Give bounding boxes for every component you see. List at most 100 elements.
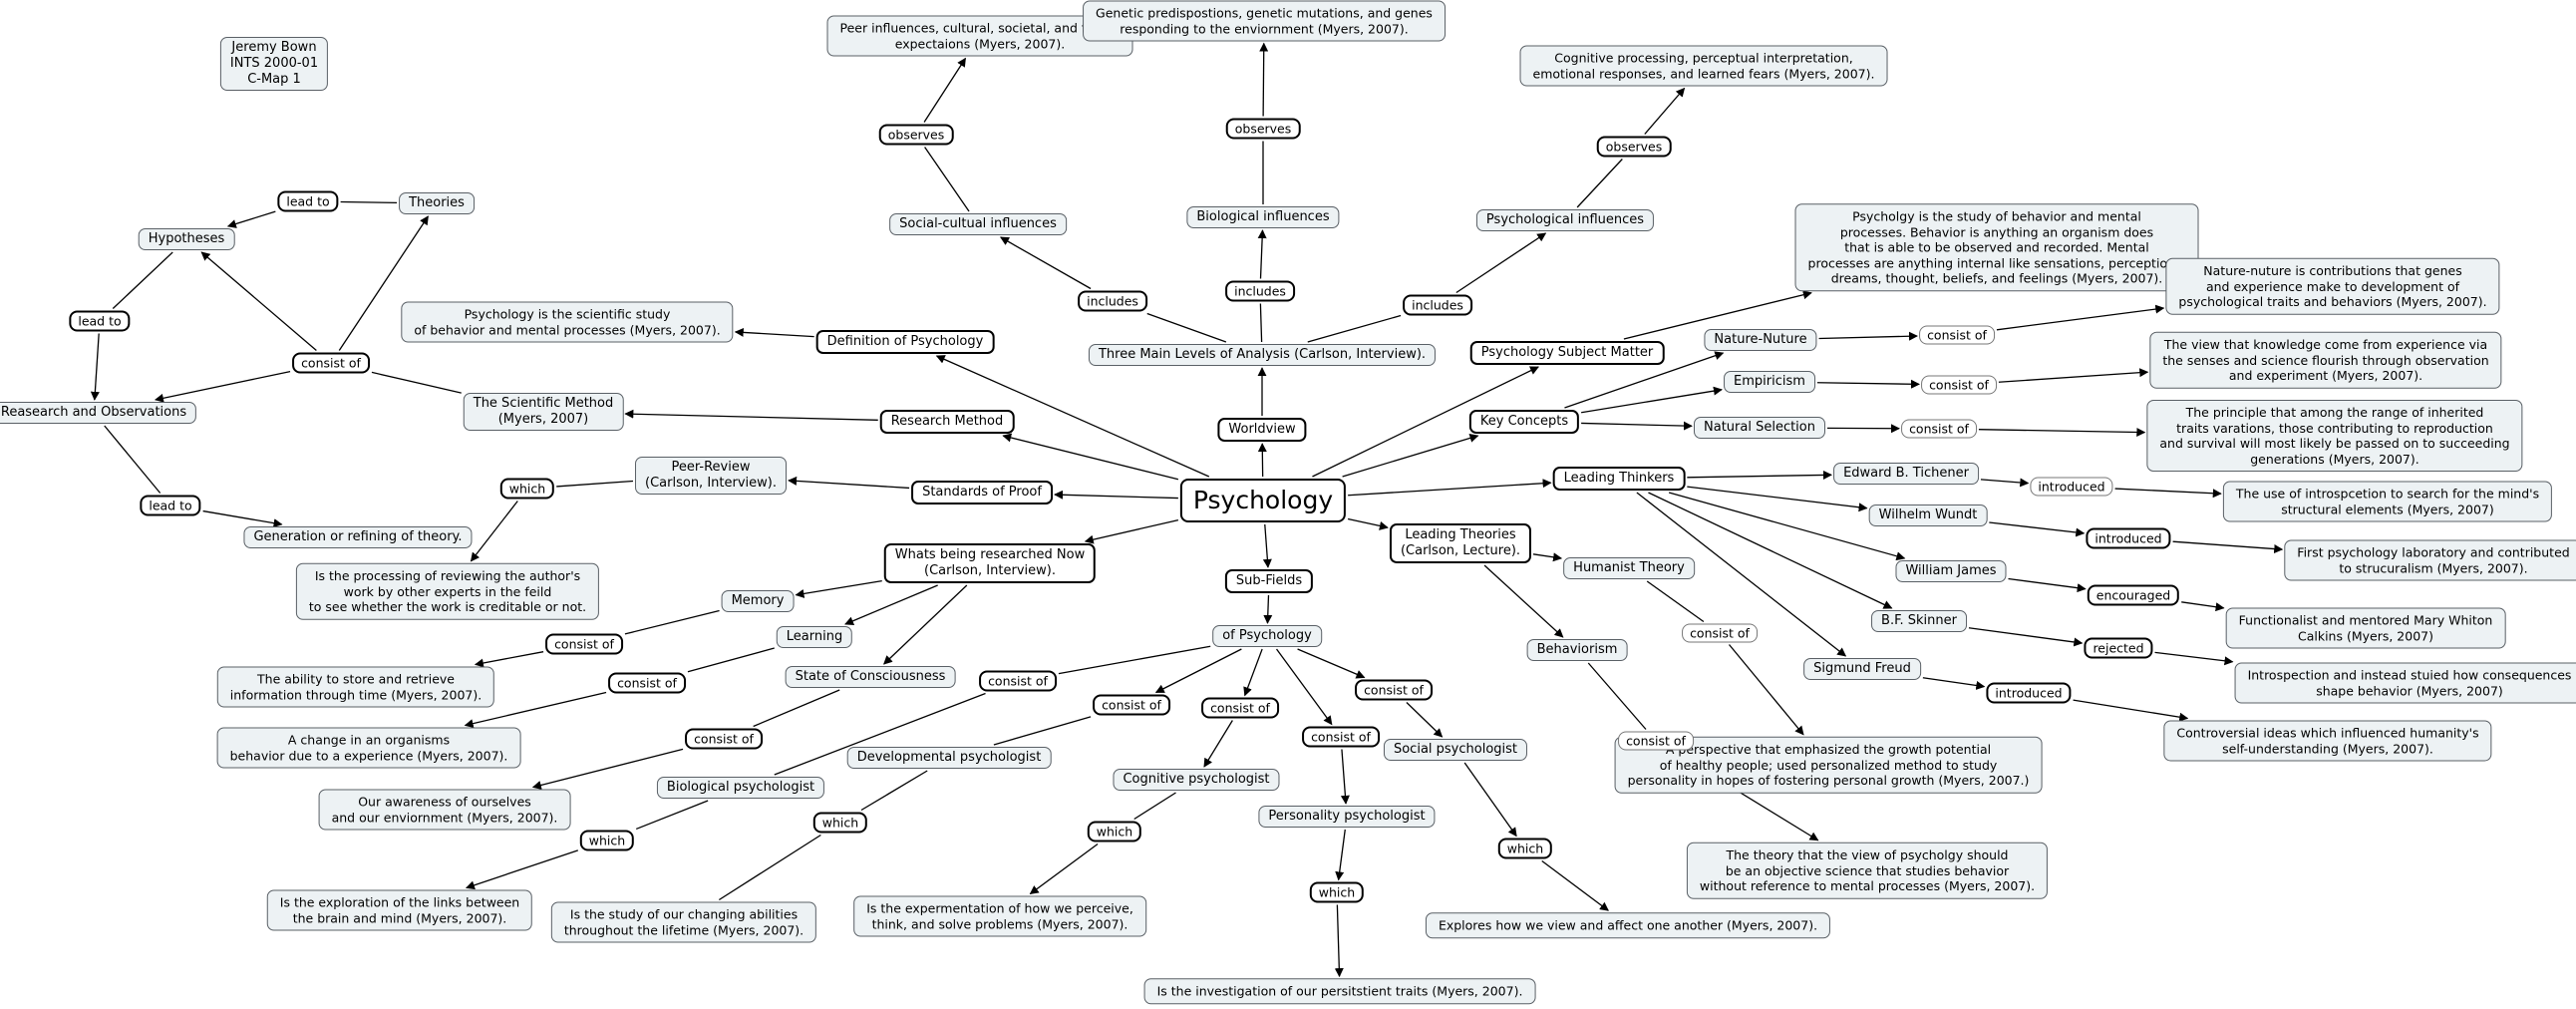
link-lead-to-generation[interactable]: lead to [140,495,201,516]
text-social-cultural-influences: Peer influences, cultural, societal, and… [826,15,1133,57]
link-consist-of-empiricism[interactable]: consist of [1921,375,1997,395]
link-which-developmental[interactable]: which [812,812,868,834]
link-consist-of-humanist[interactable]: consist of [1682,623,1758,643]
link-consist-of-learning[interactable]: consist of [608,672,686,694]
concept-biological-psychologist[interactable]: Biological psychologist [656,777,825,799]
link-introduced-wundt[interactable]: introduced [2086,527,2171,549]
concept-learning[interactable]: Learning [776,626,853,648]
connector-link-which-developmental-to-text-developmental-psychologist [718,834,821,901]
connector-concept-freud-to-link-introduced-freud [1922,677,1986,690]
concept-standards-of-proof[interactable]: Standards of Proof [911,481,1053,504]
concept-nature-nurture[interactable]: Nature-Nuture [1704,329,1817,351]
text-freud: Controversial ideas which influenced hum… [2163,720,2492,762]
concept-state-of-consciousness[interactable]: State of Consciousness [785,666,956,688]
connector-concept-nature-nurture-to-link-consist-of-nature [1818,331,1918,341]
concept-research-and-observations[interactable]: Reasearch and Observations [0,402,197,424]
link-which-cognitive[interactable]: which [1087,821,1142,842]
connector-concept-psychological-influences-to-link-observes-psychological [1576,159,1623,208]
link-includes-biological[interactable]: includes [1225,280,1295,302]
connector-link-which-peer-review-to-text-peer-review [470,501,518,562]
link-observes-psychological[interactable]: observes [1596,136,1672,158]
connector-link-which-biological-to-text-biological-psychologist [466,849,578,890]
concept-psychological-influences[interactable]: Psychological influences [1475,209,1655,231]
connector-link-includes-social-to-concept-social-cultural-influences [1000,236,1092,290]
concept-theories[interactable]: Theories [399,192,475,214]
link-introduced-freud[interactable]: introduced [1986,682,2072,704]
concept-wundt[interactable]: Wilhelm Wundt [1868,504,1988,526]
concept-social-psychologist[interactable]: Social psychologist [1383,739,1528,761]
concept-psychology-subject-matter[interactable]: Psychology Subject Matter [1469,341,1665,365]
link-consist-of-nature[interactable]: consist of [1919,325,1995,345]
link-includes-social[interactable]: includes [1078,290,1147,312]
link-consist-of-natural-selection[interactable]: consist of [1901,419,1977,439]
link-observes-social[interactable]: observes [878,124,954,146]
link-encouraged-james[interactable]: encouraged [2087,584,2180,606]
concept-empiricism[interactable]: Empiricism [1724,371,1815,393]
concept-sub-fields[interactable]: Sub-Fields [1224,569,1314,593]
connector-concept-empiricism-to-link-consist-of-empiricism [1816,379,1920,389]
concept-natural-selection[interactable]: Natural Selection [1694,417,1825,439]
connector-concept-psychology-root-to-concept-psychology-subject-matter [1312,366,1539,478]
concept-james[interactable]: William James [1895,560,2007,582]
link-lead-to-theories[interactable]: lead to [277,190,339,212]
link-consist-of-memory[interactable]: consist of [545,633,623,655]
connector-link-consist-of-humanist-to-text-humanist-theory [1728,644,1804,736]
link-consist-of-personality[interactable]: consist of [1302,726,1380,748]
link-observes-biological[interactable]: observes [1225,118,1301,140]
concept-key-concepts[interactable]: Key Concepts [1468,410,1580,434]
concept-humanist-theory[interactable]: Humanist Theory [1563,557,1695,579]
concept-psychology-root[interactable]: Psychology [1179,479,1347,522]
connector-link-consist-of-method-to-concept-research-and-observations [154,370,291,403]
connector-link-consist-of-cognitive-to-concept-cognitive-psychologist [1203,720,1233,768]
text-definition-of-psychology: Psychology is the scientific study of be… [401,301,734,343]
link-which-peer-review[interactable]: which [499,478,555,500]
link-consist-of-developmental[interactable]: consist of [1093,694,1170,716]
connector-link-which-cognitive-to-text-cognitive-psychologist [1029,842,1099,895]
concept-leading-thinkers[interactable]: Leading Thinkers [1552,467,1686,491]
concept-worldview[interactable]: Worldview [1217,418,1307,442]
concept-memory[interactable]: Memory [721,590,795,612]
concept-of-psychology[interactable]: of Psychology [1212,625,1322,647]
link-rejected-skinner[interactable]: rejected [2084,637,2153,659]
connector-concept-memory-to-link-consist-of-memory [624,609,720,635]
link-consist-of-social[interactable]: consist of [1355,679,1433,701]
concept-scientific-method[interactable]: The Scientific Method (Myers, 2007) [463,393,624,431]
connector-concept-biological-psychologist-to-link-which-biological [635,800,709,831]
connector-link-includes-psychological-to-concept-psychological-influences [1455,232,1547,294]
link-consist-of-behaviorism[interactable]: consist of [1618,731,1694,751]
connector-link-introduced-freud-to-text-freud [2073,699,2189,722]
concept-generation-of-theory[interactable]: Generation or refining of theory. [243,526,473,548]
concept-developmental-psychologist[interactable]: Developmental psychologist [846,747,1052,769]
link-includes-psychological[interactable]: includes [1403,294,1472,316]
link-consist-of-cognitive[interactable]: consist of [1201,697,1279,719]
concept-leading-theories[interactable]: Leading Theories (Carlson, Lecture). [1389,523,1532,563]
connector-concept-social-cultural-influences-to-link-observes-social [924,147,970,212]
connector-link-consist-of-personality-to-concept-personality-psychologist [1340,749,1350,805]
link-introduced-titchener[interactable]: introduced [2030,477,2113,497]
concept-definition-of-psychology[interactable]: Definition of Psychology [815,330,995,354]
link-which-biological[interactable]: which [579,830,635,851]
concept-freud[interactable]: Sigmund Freud [1803,658,1921,680]
link-consist-of-biological[interactable]: consist of [979,670,1057,692]
concept-titchener[interactable]: Edward B. Tichener [1833,463,1979,485]
connector-concept-standards-of-proof-to-concept-peer-review [788,476,910,490]
concept-behaviorism[interactable]: Behaviorism [1526,639,1628,661]
connector-concept-developmental-psychologist-to-link-which-developmental [860,770,928,812]
concept-peer-review[interactable]: Peer-Review (Carlson, Interview). [635,457,787,495]
concept-hypotheses[interactable]: Hypotheses [138,228,235,250]
link-consist-of-consciousness[interactable]: consist of [685,728,763,750]
link-which-social[interactable]: which [1497,838,1553,859]
connector-concept-leading-theories-to-concept-humanist-theory [1532,552,1563,562]
link-consist-of-method[interactable]: consist of [292,352,370,374]
concept-three-main-levels[interactable]: Three Main Levels of Analysis (Carlson, … [1088,344,1437,366]
link-which-personality[interactable]: which [1309,881,1365,903]
link-lead-to-research[interactable]: lead to [69,310,131,332]
concept-whats-being-researched-now[interactable]: Whats being researched Now (Carlson, Int… [883,543,1097,583]
concept-personality-psychologist[interactable]: Personality psychologist [1258,806,1436,828]
concept-research-method[interactable]: Research Method [879,410,1015,434]
concept-skinner[interactable]: B.F. Skinner [1871,610,1967,632]
connector-concept-key-concepts-to-concept-empiricism [1581,386,1723,414]
concept-cognitive-psychologist[interactable]: Cognitive psychologist [1113,769,1280,791]
concept-social-cultural-influences[interactable]: Social-cultual influences [889,213,1067,235]
concept-biological-influences[interactable]: Biological influences [1186,206,1340,228]
